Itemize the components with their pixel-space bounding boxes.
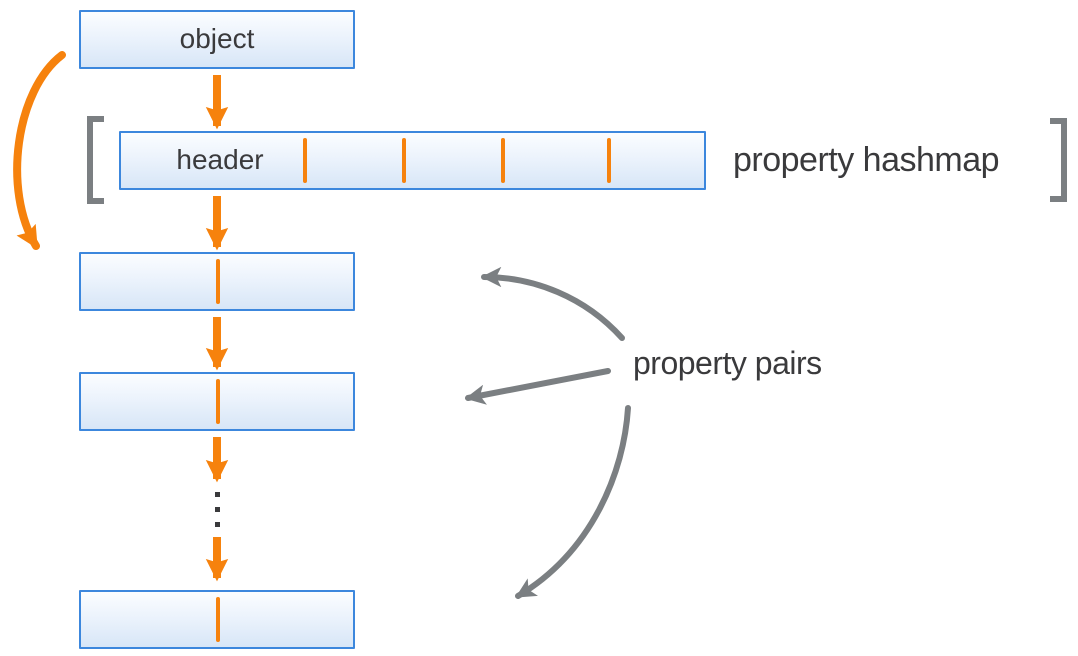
hashmap-caption: property hashmap xyxy=(733,141,1000,179)
header-label-cell: header xyxy=(121,133,319,188)
object-to-first-pair-arrow xyxy=(13,51,66,250)
pairs-pointer-arrow-bottom xyxy=(515,405,631,599)
ellipsis-dot xyxy=(215,492,220,497)
slot-divider-tick xyxy=(402,138,406,183)
pair-divider-tick xyxy=(216,379,220,424)
property-pair-box xyxy=(79,590,355,649)
pair-divider-tick xyxy=(216,597,220,642)
hashmap-header-box: header xyxy=(119,131,706,190)
pair-divider-tick xyxy=(216,259,220,304)
vertical-ellipsis-icon xyxy=(215,492,220,537)
property-pair-box xyxy=(79,372,355,431)
pairs-pointer-arrow-middle xyxy=(464,368,611,405)
header-label: header xyxy=(176,143,264,175)
ellipsis-dot xyxy=(215,522,220,527)
ellipsis-dot xyxy=(215,507,220,512)
pairs-caption: property pairs xyxy=(633,345,822,381)
object-box: object xyxy=(79,10,355,69)
pairs-pointer-arrow-top xyxy=(480,266,625,341)
left-bracket xyxy=(87,116,104,204)
slot-divider-tick xyxy=(501,138,505,183)
property-pair-box xyxy=(79,252,355,311)
object-label: object xyxy=(179,22,255,54)
slot-divider-tick xyxy=(303,138,307,183)
right-bracket xyxy=(1050,118,1067,202)
slot-divider-tick xyxy=(607,138,611,183)
